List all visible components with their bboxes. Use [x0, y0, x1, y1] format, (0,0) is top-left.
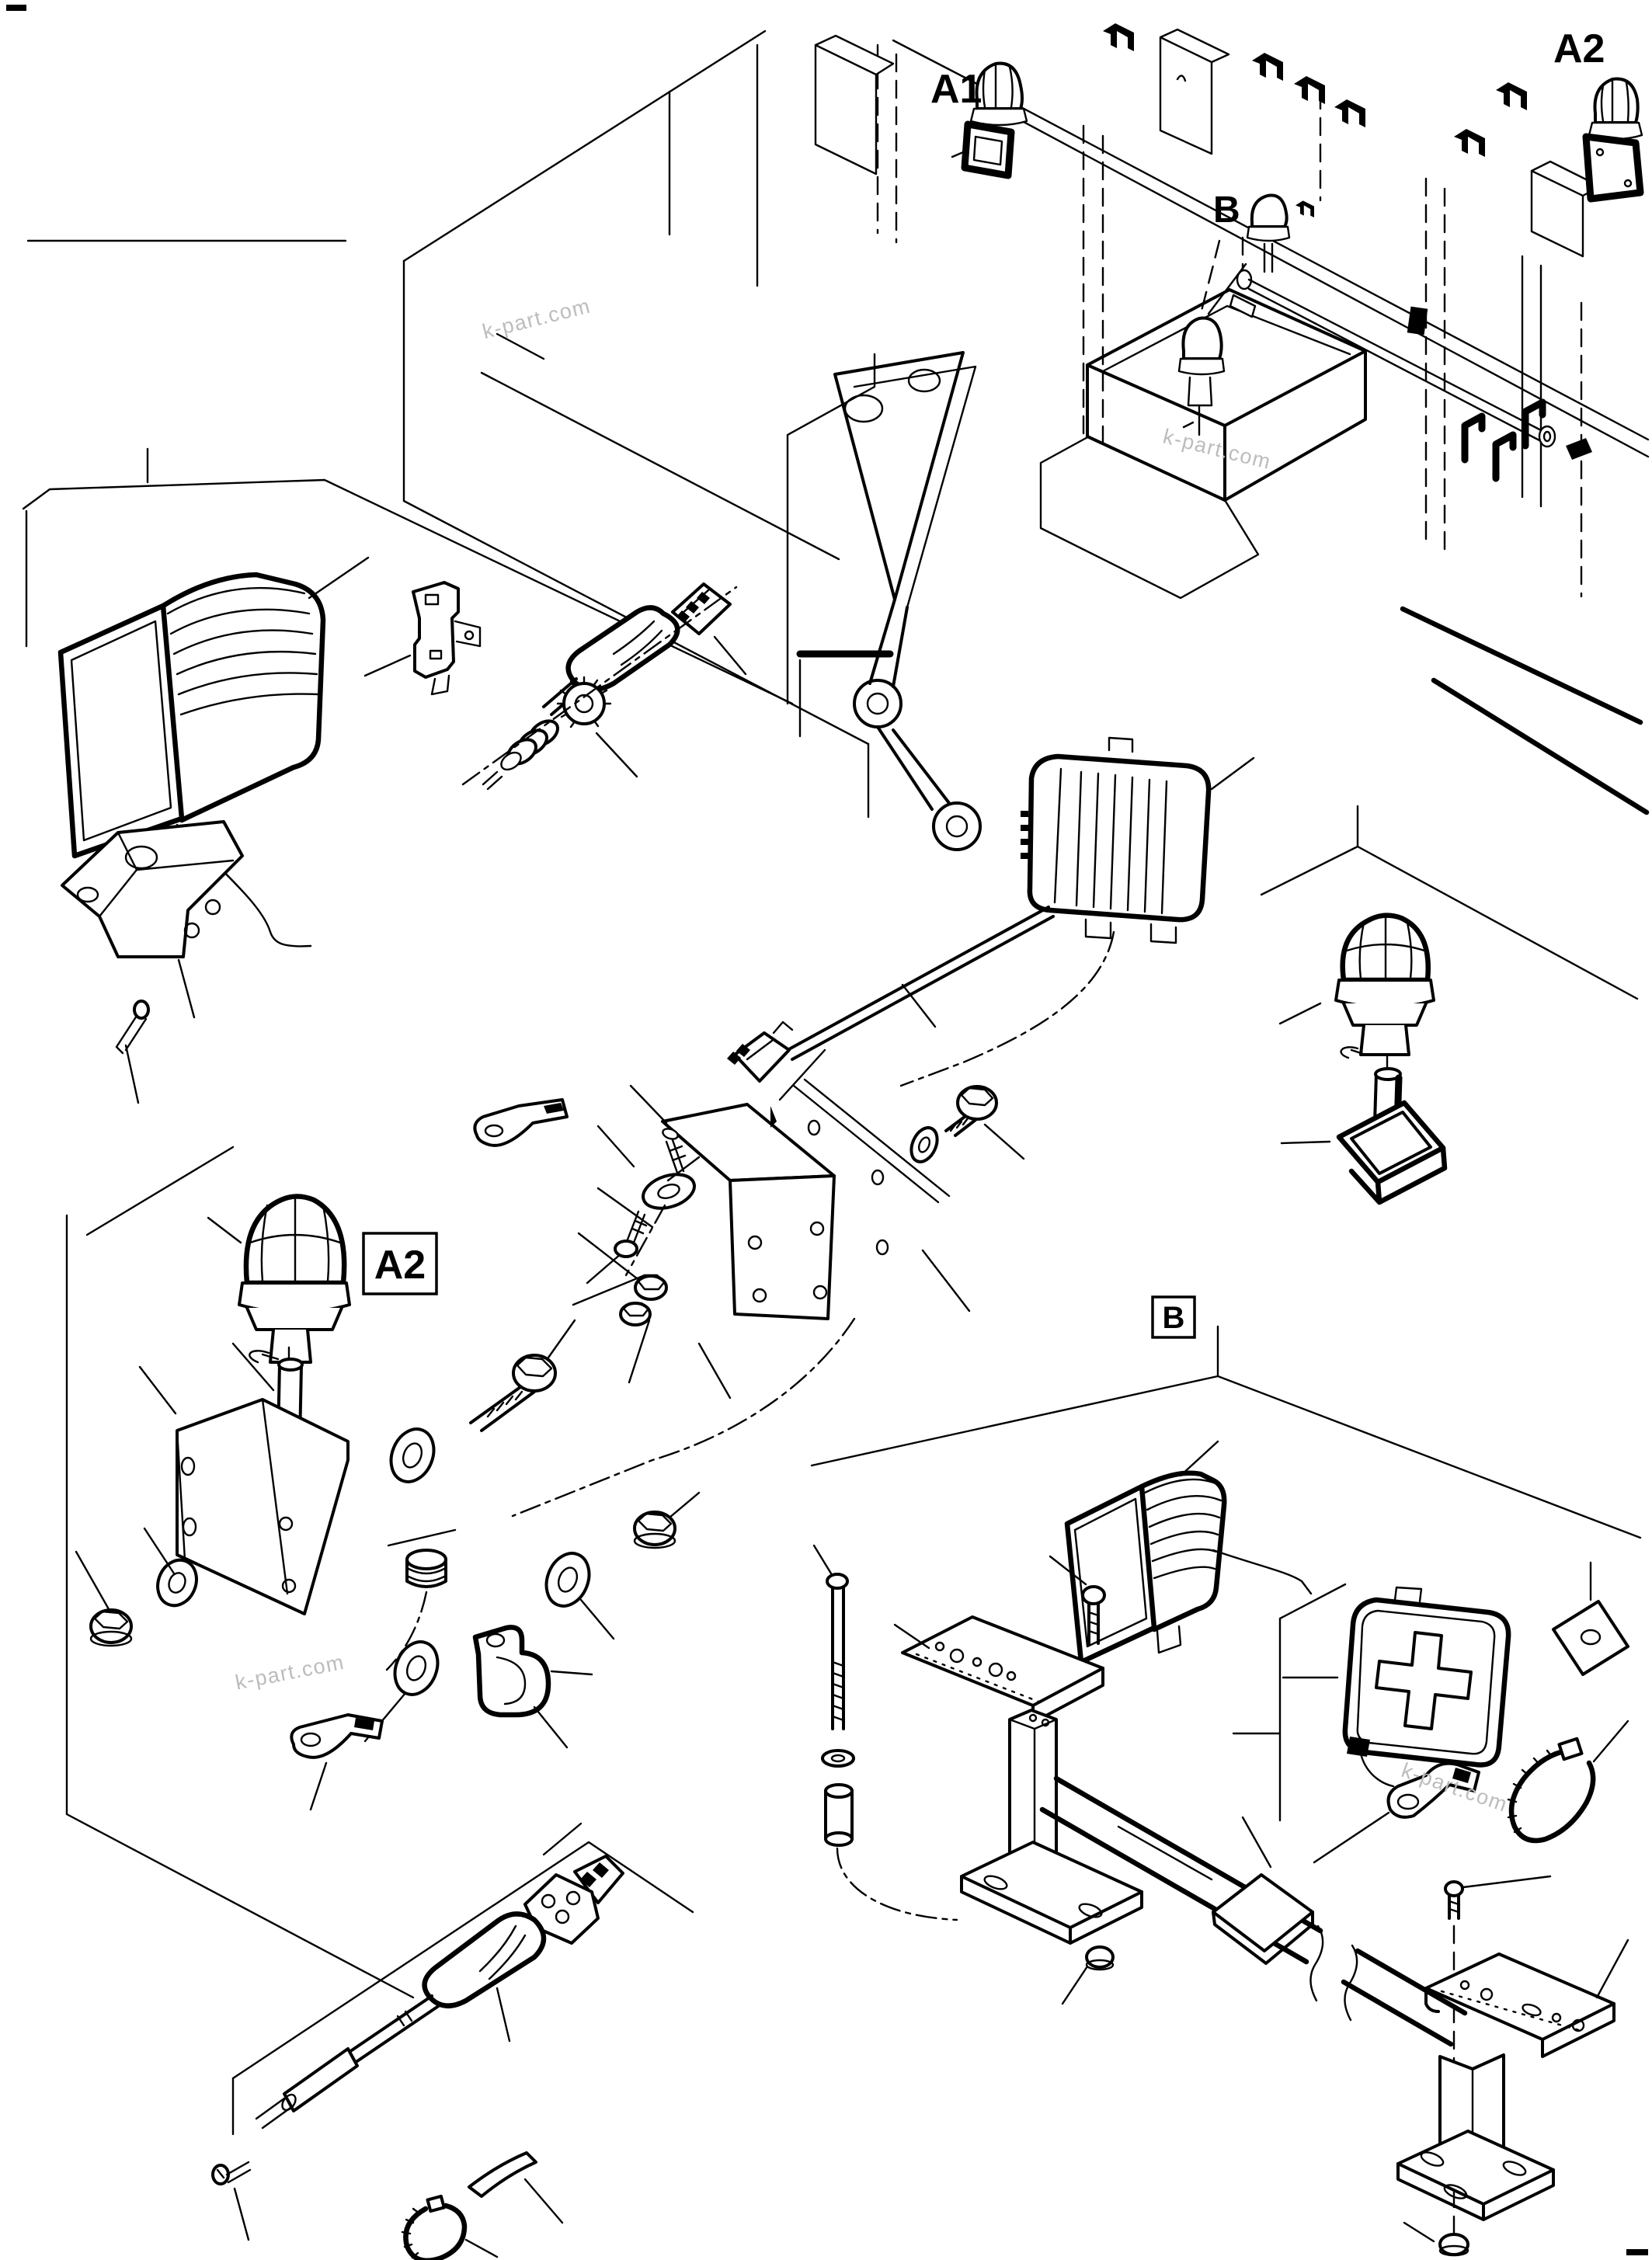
link-line [899, 930, 1115, 1087]
machine-screw [1444, 1875, 1552, 1920]
axis-line [624, 1204, 666, 1277]
corner-mark-bottom-right [1626, 2249, 1648, 2255]
group-frame-lines [22, 353, 1642, 2136]
hopper [1039, 288, 1367, 600]
hook-strap [290, 1713, 384, 1811]
washer [821, 1749, 855, 1768]
beacon-a1 [951, 61, 1028, 179]
three-pin-connector [523, 1822, 624, 1945]
lamp-bar-kit-b [812, 1440, 1629, 2257]
label-box-a2: A2 [362, 1232, 438, 1295]
hex-bolt [944, 1085, 1025, 1160]
cable-clips [1103, 23, 1546, 482]
section-label-a2-box: A2 [374, 1243, 426, 1288]
mounting-plate [893, 1615, 1104, 1724]
hook-bracket [1313, 1761, 1480, 1864]
flat-washers [143, 1427, 615, 1743]
hook-strap [473, 1098, 569, 1147]
grommet [556, 676, 638, 778]
rotating-beacon [1278, 913, 1435, 1059]
label-box [362, 1232, 438, 1295]
label-box [1151, 1295, 1196, 1339]
p-clamp [472, 1625, 593, 1749]
connector-plug [671, 582, 747, 676]
top-plate [1424, 1938, 1629, 2058]
curved-plate [468, 2151, 564, 2224]
loader-arm [833, 351, 982, 851]
flange-nuts [619, 1274, 732, 1399]
rubber-boot [422, 1911, 547, 2043]
rubber-pad [1212, 1816, 1314, 1965]
section-label-a2-top: A2 [1553, 26, 1605, 71]
link-line [511, 1317, 856, 1518]
section-label-b-box: B [1163, 1301, 1185, 1335]
mounting-screw [115, 1000, 150, 1104]
grid-lens-work-lamp [1064, 1440, 1313, 1665]
beacon-a2 [1582, 77, 1644, 203]
label-plate [1552, 1561, 1629, 1676]
self-tapping-screw [662, 1048, 826, 1174]
bolt-washer [909, 1126, 939, 1163]
flat-washer [642, 1173, 696, 1210]
lamp-bar-b [1199, 193, 1592, 460]
section-label-b-top: B [1213, 189, 1240, 231]
cable-assembly [255, 1994, 441, 2130]
corner-mark-top-left [6, 5, 26, 11]
spacer [824, 1783, 854, 1847]
beacon-pole-kit [1278, 913, 1448, 1205]
machine-overview [26, 23, 1650, 851]
stud-and-nut [586, 1156, 701, 1285]
frame-bracket [1280, 1100, 1448, 1205]
lamp-cable [786, 906, 1055, 1061]
long-bolt [812, 1544, 849, 1730]
flange-nuts [75, 1491, 701, 1647]
section-label-a1: A1 [930, 67, 982, 112]
rubber-grommet [385, 1549, 447, 1671]
fuse-holder-bracket [363, 581, 482, 696]
pan-screw [211, 2161, 252, 2241]
cable-tie [1507, 1719, 1629, 1844]
label-box-b: B [1151, 1295, 1196, 1339]
cable-kit [211, 1822, 624, 2260]
angle-bracket [629, 1084, 836, 1320]
support-post [960, 1709, 1143, 2005]
work-lamp-kit [57, 556, 1255, 1104]
spring-clip [401, 2194, 499, 2260]
beacon-on-hopper [1177, 263, 1247, 436]
axis-line [836, 1847, 958, 1921]
lower-post [1396, 2053, 1555, 2257]
angle-bracket-kit [473, 1048, 1025, 1518]
rotating-beacon [207, 1194, 351, 1364]
mounting-rail [792, 1078, 971, 1313]
beacon-bracket-kit-a2: A2 [75, 1156, 701, 1811]
hex-bolt [469, 1319, 576, 1432]
assembly-axis-line [461, 586, 738, 786]
bracket-plate [138, 1365, 457, 1615]
hex-bolt [1049, 1555, 1106, 1645]
square-work-lamp [1021, 736, 1255, 944]
two-pin-connector [727, 1020, 794, 1083]
lamp-mounting-bracket [61, 820, 244, 1019]
rear-lamp-cross-guard [1282, 1586, 1511, 1788]
